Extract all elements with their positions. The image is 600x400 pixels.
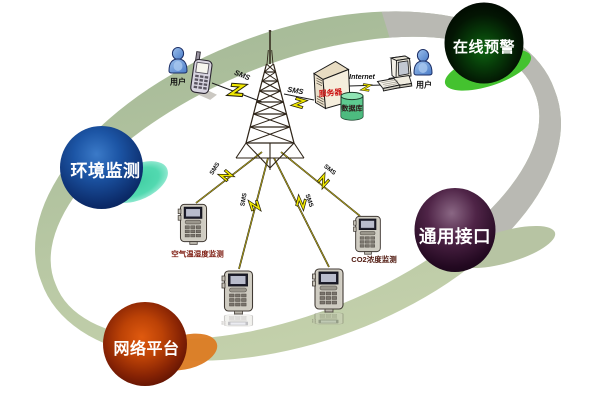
- svg-text:空气温湿度监测: 空气温湿度监测: [171, 248, 224, 258]
- svg-text:用户: 用户: [169, 77, 186, 87]
- svg-text:SMS: SMS: [239, 192, 248, 206]
- svg-text:服务器: 服务器: [318, 86, 342, 98]
- svg-text:在线预警: 在线预警: [453, 38, 515, 56]
- svg-text:CO2浓度监测: CO2浓度监测: [351, 254, 397, 264]
- svg-text:环境监测: 环境监测: [71, 161, 141, 181]
- svg-text:Internet: Internet: [349, 74, 375, 81]
- svg-text:数据库: 数据库: [342, 104, 363, 113]
- svg-text:网络平台: 网络平台: [113, 339, 179, 358]
- svg-text:SMS: SMS: [287, 85, 305, 97]
- svg-text:用户: 用户: [415, 80, 432, 90]
- svg-text:SMS: SMS: [303, 193, 314, 208]
- svg-text:通用接口: 通用接口: [419, 227, 491, 247]
